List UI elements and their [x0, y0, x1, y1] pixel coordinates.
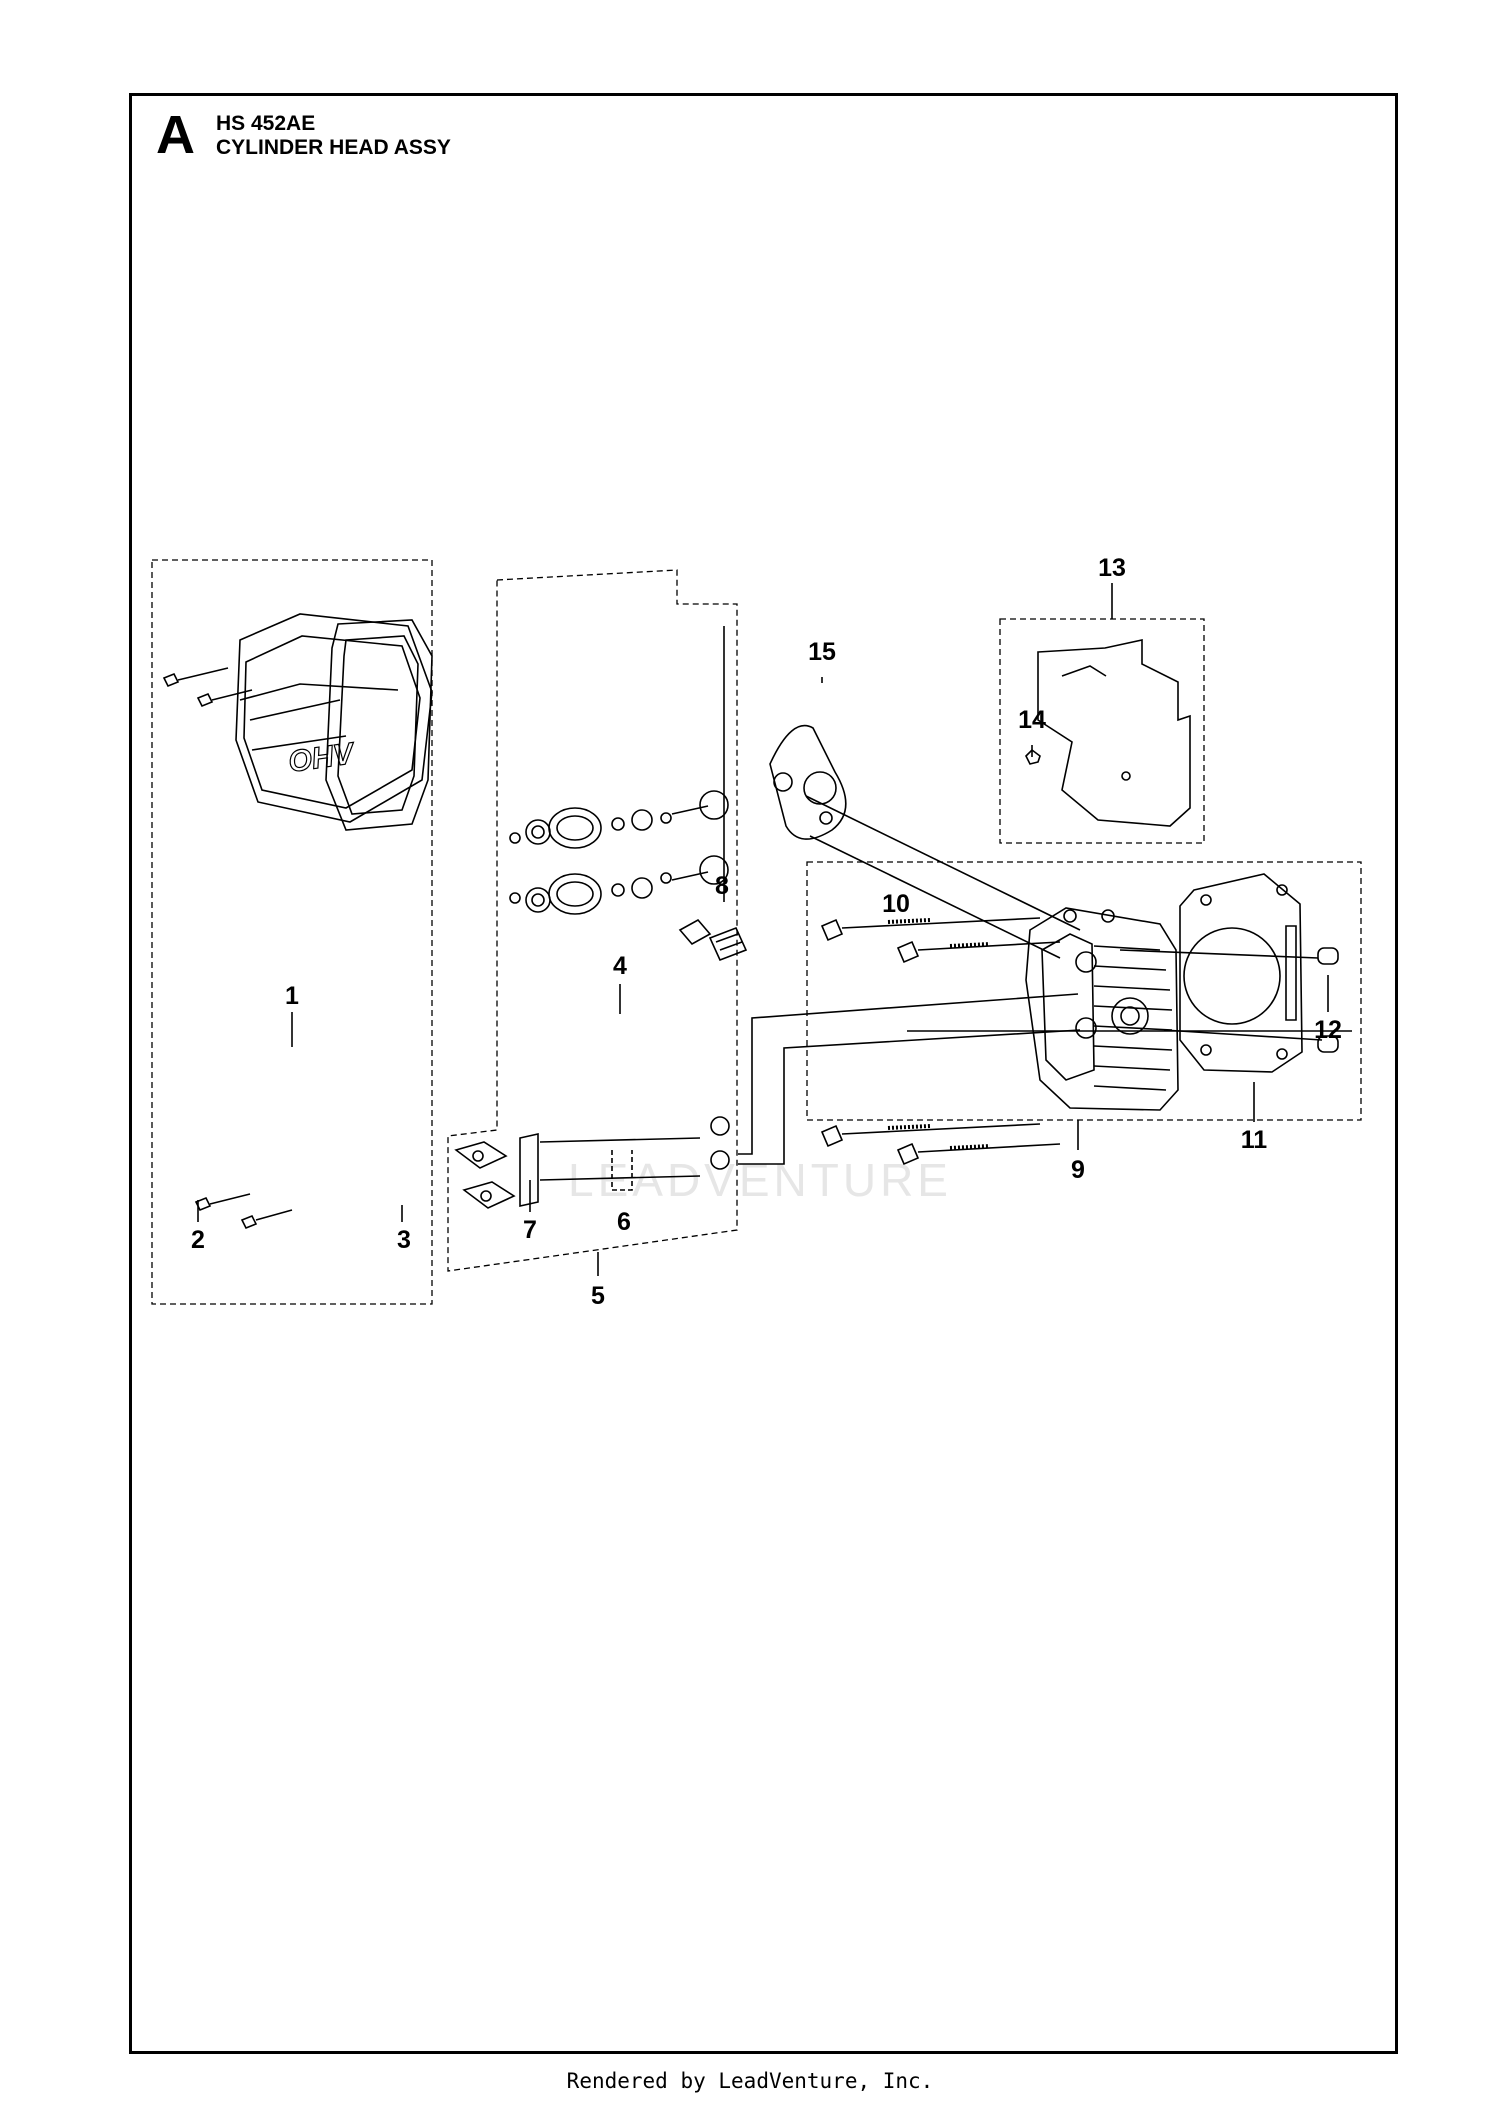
exhaust-gasket [769, 724, 847, 840]
head-bolts [820, 917, 1061, 1166]
group-box-valve-cover [151, 559, 433, 1305]
callout-1: 1 [285, 982, 299, 1010]
rocker-arms [454, 1141, 516, 1209]
callout-13: 13 [1098, 554, 1126, 582]
section-letter: A [156, 105, 195, 165]
callout-15: 15 [808, 638, 836, 666]
head-gasket [1179, 873, 1303, 1073]
footer-credit: Rendered by LeadVenture, Inc. [566, 2069, 934, 2093]
callout-3: 3 [397, 1226, 411, 1254]
assembly-title: CYLINDER HEAD ASSY [216, 136, 451, 159]
callout-11: 11 [1241, 1126, 1268, 1154]
spark-plug [678, 918, 748, 962]
group-box-heat-shield [999, 618, 1205, 844]
callout-5: 5 [591, 1282, 605, 1310]
valve-spring-set [509, 790, 729, 915]
callout-14: 14 [1018, 706, 1046, 734]
callout-9: 9 [1071, 1156, 1085, 1184]
dowel-pins [1317, 947, 1339, 1053]
diagram-frame [129, 93, 1398, 2054]
group-box-valves [447, 569, 738, 1272]
heat-shield [1037, 639, 1191, 827]
callout-6: 6 [617, 1208, 631, 1236]
callout-2: 2 [191, 1226, 205, 1254]
push-rod [539, 1137, 701, 1143]
callout-4: 4 [613, 952, 627, 980]
callout-7: 7 [523, 1216, 537, 1244]
valve-cover [235, 613, 433, 823]
cylinder-head [1025, 907, 1179, 1111]
heat-shield-screw [1025, 748, 1041, 765]
watermark: LEADVENTURE [568, 1154, 952, 1206]
group-box-cylinder-head [806, 861, 1362, 1121]
callout-12: 12 [1314, 1016, 1342, 1044]
valve-cover-bolts [162, 667, 293, 1230]
model-title: HS 452AE [216, 112, 316, 135]
valve-cover-gasket [325, 619, 433, 831]
callout-10: 10 [882, 890, 910, 918]
callout-8: 8 [715, 872, 729, 900]
rocker-guide-plate [519, 1133, 539, 1207]
